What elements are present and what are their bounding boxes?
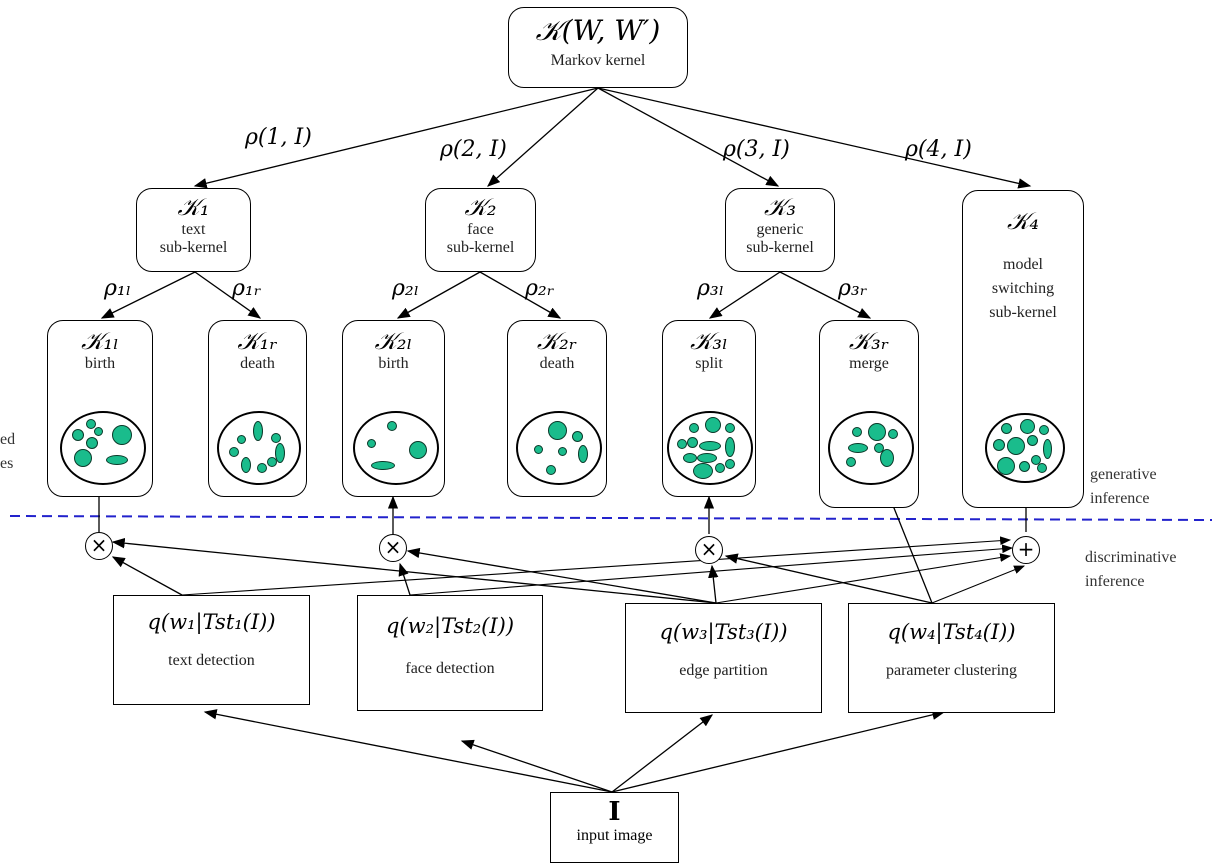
leaf-k1r-caption: death [240,355,275,372]
edge-k2-k2r [479,271,562,319]
leaf-k1r-symbol: 𝒦₁ᵣ [237,327,278,355]
detector-edge-node: q(w₃|Tst₃(I)) edge partition [625,603,822,713]
subkernel-2-node: 𝒦₂ face sub-kernel [425,188,536,272]
leaf-k2l-caption: birth [378,355,409,372]
leaf-k2r-symbol: 𝒦₂ᵣ [536,327,578,355]
leaf-k3l-node: 𝒦₃ₗ split [662,320,756,497]
subkernel-2-symbol: 𝒦₂ [464,193,497,221]
edge-label-rho-1r: ρ₁ᵣ [232,276,262,301]
separator-line [9,515,1213,521]
detector-text-node: q(w₁|Tst₁(I)) text detection [113,595,310,705]
edge-label-rho-1: ρ(1, I) [245,125,312,150]
generative-line-2: inference [1090,490,1150,507]
leaf-k1l-node: 𝒦₁ₗ birth [47,320,153,497]
subkernel-2-caption-2: sub-kernel [446,239,515,256]
product-operator-1: × [85,532,113,560]
partition-blob-k3r [828,411,914,485]
subkernel-1-symbol: 𝒦₁ [177,193,210,221]
sum-operator-4: + [1012,536,1040,564]
left-cut-line-2: es [0,455,14,472]
edge-label-rho-2: ρ(2, I) [440,137,507,162]
root-caption: Markov kernel [550,52,646,69]
subkernel-4-node: 𝒦₄ model switching sub-kernel [962,190,1084,508]
leaf-k1l-caption: birth [84,355,116,372]
detector-edge-caption: edge partition [679,662,768,679]
subkernel-1-node: 𝒦₁ text sub-kernel [136,188,251,272]
detector-text-formula: q(w₁|Tst₁(I)) [147,610,276,634]
left-cut-label: ed es [0,428,15,476]
product-operator-2: × [379,534,407,562]
subkernel-2-caption-1: face [467,221,494,238]
root-formula: 𝒦(W, W′) [535,14,661,47]
discriminative-inference-label: discriminative inference [1085,546,1177,594]
subkernel-1-caption-1: text [181,221,206,238]
subkernel-4-caption-1: model [1003,256,1043,273]
edge-label-rho-3: ρ(3, I) [723,137,790,162]
leaf-k2r-node: 𝒦₂ᵣ death [507,320,607,497]
leaf-k3r-node: 𝒦₃ᵣ merge [819,320,919,508]
detector-text-caption: text detection [168,652,255,669]
partition-blob-k4 [985,413,1065,483]
leaf-k3l-symbol: 𝒦₃ₗ [690,327,728,355]
edge-k3-k3l [708,271,781,319]
generative-inference-label: generative inference [1090,463,1157,511]
leaf-k3r-caption: merge [849,355,889,372]
leaf-k2l-node: 𝒦₂ₗ birth [342,320,445,497]
leaf-k3r-symbol: 𝒦₃ᵣ [848,327,890,355]
subkernel-1-caption-2: sub-kernel [159,239,228,256]
leaf-k1l-symbol: 𝒦₁ₗ [81,327,119,355]
subkernel-3-symbol: 𝒦₃ [764,193,796,221]
edge-label-rho-1l: ρ₁ₗ [104,276,132,301]
edge-k1-k1l [100,271,196,319]
detector-face-caption: face detection [405,660,495,677]
partition-blob-k2r [516,411,602,485]
partition-blob-k1l [60,411,146,485]
edge-root-k1 [193,87,599,189]
subkernel-4-caption-3: sub-kernel [989,304,1057,321]
edge-k1-k1r [194,271,262,319]
discriminative-line-2: inference [1085,573,1145,590]
generative-line-1: generative [1090,466,1157,483]
edge-k3-k3r [779,271,872,319]
partition-blob-k3l [667,411,753,485]
edge-k2-k2l [396,271,481,319]
edge-label-rho-2l: ρ₂ₗ [392,276,420,301]
input-symbol: I [608,797,621,827]
root-kernel-node: 𝒦(W, W′) Markov kernel [508,7,688,88]
edge-root-k3 [597,87,780,187]
detector-param-node: q(w₄|Tst₄(I)) parameter clustering [848,603,1055,713]
edge-root-k4 [597,87,1032,189]
discriminative-line-1: discriminative [1085,549,1177,566]
subkernel-4-caption-2: switching [991,280,1055,297]
input-image-node: I input image [550,792,679,863]
partition-blob-k2l [353,411,439,485]
subkernel-3-node: 𝒦₃ generic sub-kernel [725,188,835,272]
subkernel-4-symbol: 𝒦₄ [1007,207,1039,235]
input-caption: input image [576,827,653,844]
product-operator-3: × [695,536,723,564]
edge-label-rho-4: ρ(4, I) [905,137,972,162]
leaf-k3l-caption: split [695,355,723,372]
subkernel-3-caption-2: sub-kernel [746,239,814,256]
left-cut-line-1: ed [0,431,16,448]
detector-param-formula: q(w₄|Tst₄(I)) [887,620,1016,644]
leaf-k1r-node: 𝒦₁ᵣ death [208,320,307,497]
partition-blob-k1r [217,411,301,485]
detector-param-caption: parameter clustering [885,662,1018,679]
detector-edge-formula: q(w₃|Tst₃(I)) [659,620,788,644]
edge-label-rho-2r: ρ₂ᵣ [525,276,555,301]
detector-face-formula: q(w₂|Tst₂(I)) [385,614,515,638]
edge-label-rho-3l: ρ₃ₗ [697,276,725,301]
subkernel-3-caption-1: generic [756,221,804,238]
leaf-k2l-symbol: 𝒦₂ₗ [374,327,413,355]
edge-label-rho-3r: ρ₃ᵣ [838,276,868,301]
leaf-k2r-caption: death [539,355,575,372]
detector-face-node: q(w₂|Tst₂(I)) face detection [357,595,543,711]
edge-root-k2 [487,87,599,187]
